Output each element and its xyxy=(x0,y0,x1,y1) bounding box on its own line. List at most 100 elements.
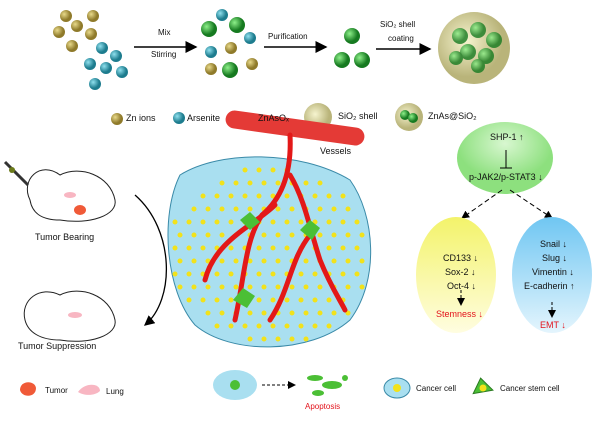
cell-nucleus xyxy=(200,245,206,251)
cell-nucleus xyxy=(270,193,276,199)
cell-nucleus xyxy=(191,258,197,264)
cell-nucleus xyxy=(256,297,262,303)
legend-lung: Lung xyxy=(106,387,124,396)
cell-nucleus xyxy=(270,271,276,277)
cell-nucleus xyxy=(205,206,211,212)
cell-nucleus xyxy=(261,258,267,264)
cell-nucleus xyxy=(275,258,281,264)
cell-nucleus xyxy=(270,245,276,251)
marker-vimentin: Vimentin ↓ xyxy=(532,267,574,277)
cell-nucleus xyxy=(340,271,346,277)
marker-slug: Slug ↓ xyxy=(542,253,568,263)
legend-znaso: ZnAsOₓ xyxy=(258,113,289,123)
cell-nucleus xyxy=(233,258,239,264)
cell-nucleus xyxy=(177,258,183,264)
cell-nucleus xyxy=(284,297,290,303)
cell-nucleus xyxy=(303,180,309,186)
cell-nucleus xyxy=(275,180,281,186)
cell-nucleus xyxy=(186,271,192,277)
cell-nucleus xyxy=(340,245,346,251)
cell-nucleus xyxy=(317,180,323,186)
cell-nucleus xyxy=(354,271,360,277)
tumor-mass xyxy=(167,110,372,348)
cell-nucleus xyxy=(261,336,267,342)
cell-nucleus xyxy=(270,297,276,303)
cell-nucleus xyxy=(303,258,309,264)
jak-stat-label: p-JAK2/p-STAT3 ↓ xyxy=(469,172,543,182)
cell-nucleus xyxy=(340,219,346,225)
cell-nucleus xyxy=(247,180,253,186)
cell-nucleus xyxy=(284,245,290,251)
cell-nucleus xyxy=(233,206,239,212)
apoptosis-label: Apoptosis xyxy=(305,402,341,411)
cell-nucleus xyxy=(242,167,248,173)
legend-znas-sio2: ZnAs@SiO₂ xyxy=(428,111,477,121)
cell-nucleus xyxy=(200,297,206,303)
tumor-bearing-label: Tumor Bearing xyxy=(35,232,95,242)
cell-nucleus xyxy=(228,323,234,329)
cell-nucleus xyxy=(214,271,220,277)
cell-nucleus xyxy=(326,193,332,199)
cell-nucleus xyxy=(172,271,178,277)
shp1-label: SHP-1 ↑ xyxy=(490,132,524,142)
cell-nucleus xyxy=(326,323,332,329)
step-stirring-label: Stirring xyxy=(151,50,177,59)
cell-nucleus xyxy=(247,258,253,264)
cell-nucleus xyxy=(191,284,197,290)
cell-nucleus xyxy=(219,232,225,238)
cell-nucleus xyxy=(256,245,262,251)
legend-arsenite: Arsenite xyxy=(187,113,221,123)
cell-nucleus xyxy=(326,297,332,303)
legend-zn-ions: Zn ions xyxy=(126,113,156,123)
cell-nucleus xyxy=(345,284,351,290)
cell-nucleus xyxy=(303,310,309,316)
cell-nucleus xyxy=(219,206,225,212)
cell-nucleus xyxy=(270,167,276,173)
legend-cancer-stem-cell: Cancer stem cell xyxy=(500,384,560,393)
cell-nucleus xyxy=(247,284,253,290)
cell-nucleus xyxy=(354,245,360,251)
pathway-panel xyxy=(416,122,592,333)
cell-nucleus xyxy=(331,232,337,238)
cell-nucleus xyxy=(261,180,267,186)
cell-nucleus xyxy=(298,323,304,329)
tumor-suppression-label: Tumor Suppression xyxy=(18,341,97,351)
cell-nucleus xyxy=(317,206,323,212)
cell-nucleus xyxy=(354,219,360,225)
cell-nucleus xyxy=(233,284,239,290)
cell-nucleus xyxy=(191,206,197,212)
cell-nucleus xyxy=(312,193,318,199)
step-mix-label: Mix xyxy=(158,28,171,37)
cell-nucleus xyxy=(270,219,276,225)
cell-nucleus xyxy=(312,271,318,277)
cell-nucleus xyxy=(275,206,281,212)
cell-nucleus xyxy=(219,310,225,316)
cell-nucleus xyxy=(312,323,318,329)
cell-nucleus xyxy=(312,297,318,303)
bottom-legend-icons xyxy=(213,370,494,400)
cell-nucleus xyxy=(233,180,239,186)
vessels-label: Vessels xyxy=(320,146,352,156)
cell-nucleus xyxy=(205,232,211,238)
cell-nucleus xyxy=(200,193,206,199)
cell-nucleus xyxy=(261,232,267,238)
cell-nucleus xyxy=(275,336,281,342)
synthesis-particles xyxy=(53,9,510,90)
legend-tumor: Tumor xyxy=(45,386,68,395)
cell-nucleus xyxy=(289,336,295,342)
cell-nucleus xyxy=(172,245,178,251)
cell-nucleus xyxy=(177,284,183,290)
marker-snail: Snail ↓ xyxy=(540,239,568,249)
cell-nucleus xyxy=(275,232,281,238)
cell-nucleus xyxy=(289,232,295,238)
cell-nucleus xyxy=(219,284,225,290)
cell-nucleus xyxy=(317,310,323,316)
step-coating-label: coating xyxy=(388,34,414,43)
cell-nucleus xyxy=(247,310,253,316)
cell-nucleus xyxy=(200,219,206,225)
cell-nucleus xyxy=(331,310,337,316)
cell-nucleus xyxy=(256,193,262,199)
cell-nucleus xyxy=(256,167,262,173)
cell-nucleus xyxy=(284,219,290,225)
cell-nucleus xyxy=(261,310,267,316)
